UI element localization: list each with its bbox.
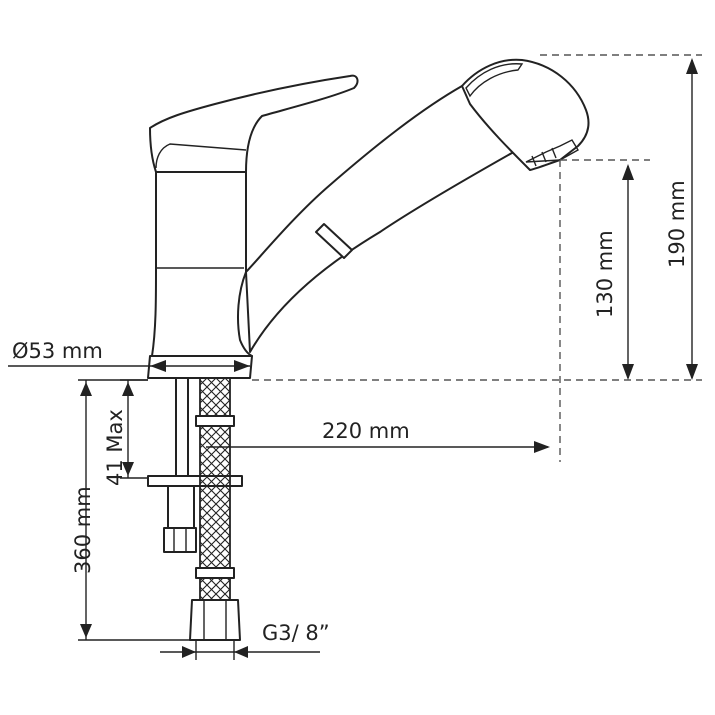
base-plate bbox=[147, 355, 253, 379]
fixing-nut bbox=[167, 485, 195, 529]
total-height-label: 190 mm bbox=[665, 180, 689, 268]
lever-handle bbox=[149, 74, 359, 173]
threaded-rod bbox=[175, 377, 189, 477]
spout-reach-label: 220 mm bbox=[322, 419, 410, 443]
hose-length-label: 360 mm bbox=[71, 486, 95, 574]
base-diameter-label: Ø53 mm bbox=[12, 339, 103, 363]
hose-connector-nut bbox=[189, 599, 241, 641]
faucet-body bbox=[151, 171, 253, 357]
connection-thread-label: G3/ 8” bbox=[262, 621, 330, 645]
braided-hose bbox=[189, 377, 241, 641]
spout-ring bbox=[315, 223, 353, 259]
faucet-outline bbox=[147, 58, 590, 379]
fixing-nut-lower bbox=[163, 527, 197, 553]
spray-head-button bbox=[465, 63, 524, 98]
spray-head bbox=[461, 58, 590, 171]
counter-thickness-label: 41 Max bbox=[103, 409, 127, 486]
hose-braid bbox=[199, 377, 231, 601]
mounting-parts bbox=[147, 377, 243, 553]
spout-height-label: 130 mm bbox=[593, 230, 617, 318]
dimension-lines bbox=[8, 54, 702, 660]
